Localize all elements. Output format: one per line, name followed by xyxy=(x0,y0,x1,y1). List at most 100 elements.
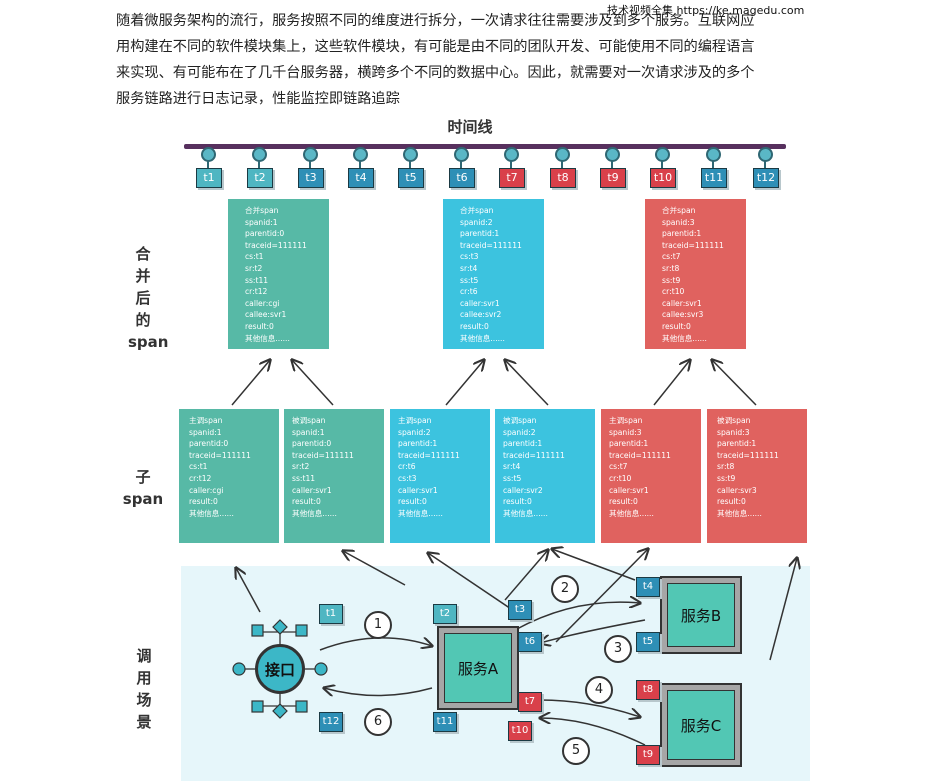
child-span-field: traceid=111111 xyxy=(398,450,460,460)
timeline-stem xyxy=(460,160,462,168)
scene-tag-t11: t11 xyxy=(433,712,457,732)
merged-span-field: 合并span xyxy=(245,206,279,215)
child-span-field: caller:svr3 xyxy=(717,485,757,495)
child-span-field: traceid=111111 xyxy=(717,450,779,460)
child-span-field: 主调span xyxy=(609,416,643,425)
child-span-field: spanid:3 xyxy=(609,427,642,437)
row-label-char: 用 xyxy=(136,669,152,687)
service-b-label: 服务B xyxy=(667,583,735,647)
scene-tag-t12: t12 xyxy=(319,712,343,732)
row-label-char: 并 xyxy=(135,267,151,285)
hub-node-icon xyxy=(272,703,288,719)
scene-arrow xyxy=(236,568,261,613)
merged-span-field: parentid:1 xyxy=(460,229,500,239)
child-span-field: spanid:2 xyxy=(398,427,431,437)
call-arrow-6 xyxy=(324,688,433,696)
child-span-field: caller:svr1 xyxy=(292,485,332,495)
timeline-tick-label: t5 xyxy=(398,168,424,188)
scene-tag-t2: t2 xyxy=(433,604,457,624)
timeline-stem xyxy=(258,160,260,168)
timeline-tick-label: t4 xyxy=(348,168,374,188)
call-arrow-2 xyxy=(514,602,640,631)
child-span-field: caller:cgi xyxy=(189,485,224,495)
row-label-char: 合 xyxy=(135,245,151,263)
hub-node-icon xyxy=(232,662,246,676)
merged-span-field: caller:cgi xyxy=(245,298,280,308)
row-label-char: 后 xyxy=(135,289,151,307)
timeline-bar xyxy=(184,144,786,149)
child-span-field: 主调span xyxy=(398,416,432,425)
child-span-field: result:0 xyxy=(717,497,746,507)
timeline-tick-label: t1 xyxy=(196,168,222,188)
scene-tag-t4: t4 xyxy=(636,577,660,597)
scene-tag-t9: t9 xyxy=(636,745,660,765)
child-span-field: traceid=111111 xyxy=(292,450,354,460)
scene-tag-t5: t5 xyxy=(636,632,660,652)
step-1-marker: 1 xyxy=(364,611,392,639)
child-span-field: result:0 xyxy=(292,497,321,507)
child-span-field: sr:t8 xyxy=(717,462,735,472)
scene-arrow xyxy=(343,551,406,586)
merged-span-row-label: 合 并 后 的 span xyxy=(128,243,168,353)
merged-span-field: cr:t10 xyxy=(662,287,685,297)
merged-span-field: spanid:2 xyxy=(460,217,493,227)
row-label-char: 场 xyxy=(136,691,152,709)
merged-span-field: 其他信息...... xyxy=(662,333,707,343)
scene-row-label: 调 用 场 景 xyxy=(132,645,156,733)
hub-node-icon xyxy=(272,619,288,635)
merged-span-field: caller:svr1 xyxy=(662,298,702,308)
child-span-field: cr:t12 xyxy=(189,473,212,483)
step-4-marker: 4 xyxy=(585,676,613,704)
child-span-field: parentid:0 xyxy=(292,439,332,449)
call-arrow-5 xyxy=(540,718,646,746)
scene-tag-t3: t3 xyxy=(508,600,532,620)
merged-span-field: traceid=111111 xyxy=(245,240,307,250)
merge-arrow xyxy=(231,360,270,406)
child-span-field: ss:t9 xyxy=(717,473,736,483)
child-span-field: ss:t11 xyxy=(292,473,316,483)
child-span-field: caller:svr2 xyxy=(503,485,543,495)
merged-span-field: traceid=111111 xyxy=(460,240,522,250)
call-arrow-4 xyxy=(539,699,640,717)
service-a-label: 服务A xyxy=(444,633,512,703)
child-span-field: 其他信息...... xyxy=(292,508,337,518)
merged-span-field: parentid:1 xyxy=(662,229,702,239)
row-label-char: 调 xyxy=(136,647,152,665)
hub-node-icon xyxy=(251,624,264,637)
merged-span-field: parentid:0 xyxy=(245,229,285,239)
intro-paragraph: 随着微服务架构的流行，服务按照不同的维度进行拆分，一次请求往往需要涉及到多个服务… xyxy=(116,8,836,112)
timeline-tick-label: t8 xyxy=(550,168,576,188)
merged-span-field: callee:svr3 xyxy=(662,310,704,320)
step-2-marker: 2 xyxy=(551,575,579,603)
child-span-field: 其他信息...... xyxy=(503,508,548,518)
scene-tag-t6: t6 xyxy=(518,632,542,652)
child-span-field: sr:t2 xyxy=(292,462,310,472)
hub-node-icon xyxy=(314,662,328,676)
child-span-field: caller:svr1 xyxy=(398,485,438,495)
scene-arrow xyxy=(428,553,521,616)
step-3-marker: 3 xyxy=(604,635,632,663)
timeline-tick-label: t2 xyxy=(247,168,273,188)
interface-node: 接口 xyxy=(255,644,305,694)
child-span-field: cr:t6 xyxy=(398,462,416,472)
step-5-marker: 5 xyxy=(562,737,590,765)
timeline-stem xyxy=(764,160,766,168)
scene-arrow xyxy=(555,549,648,643)
timeline-tick-label: t11 xyxy=(701,168,727,188)
scene-tag-t1: t1 xyxy=(319,604,343,624)
merged-span-field: spanid:3 xyxy=(662,217,695,227)
child-span-field: cr:t10 xyxy=(609,473,632,483)
scene-arrow xyxy=(769,558,797,661)
merged-span-field: ss:t11 xyxy=(245,275,269,285)
child-span-field: result:0 xyxy=(503,497,532,507)
merge-arrow xyxy=(292,360,334,406)
timeline-stem xyxy=(661,160,663,168)
child-span-field: spanid:3 xyxy=(717,427,750,437)
call-arrow-3 xyxy=(540,619,646,643)
child-span-field: 其他信息...... xyxy=(189,508,234,518)
timeline-tick-label: t6 xyxy=(449,168,475,188)
intro-line: 随着微服务架构的流行，服务按照不同的维度进行拆分，一次请求往往需要涉及到多个服务… xyxy=(116,13,755,29)
